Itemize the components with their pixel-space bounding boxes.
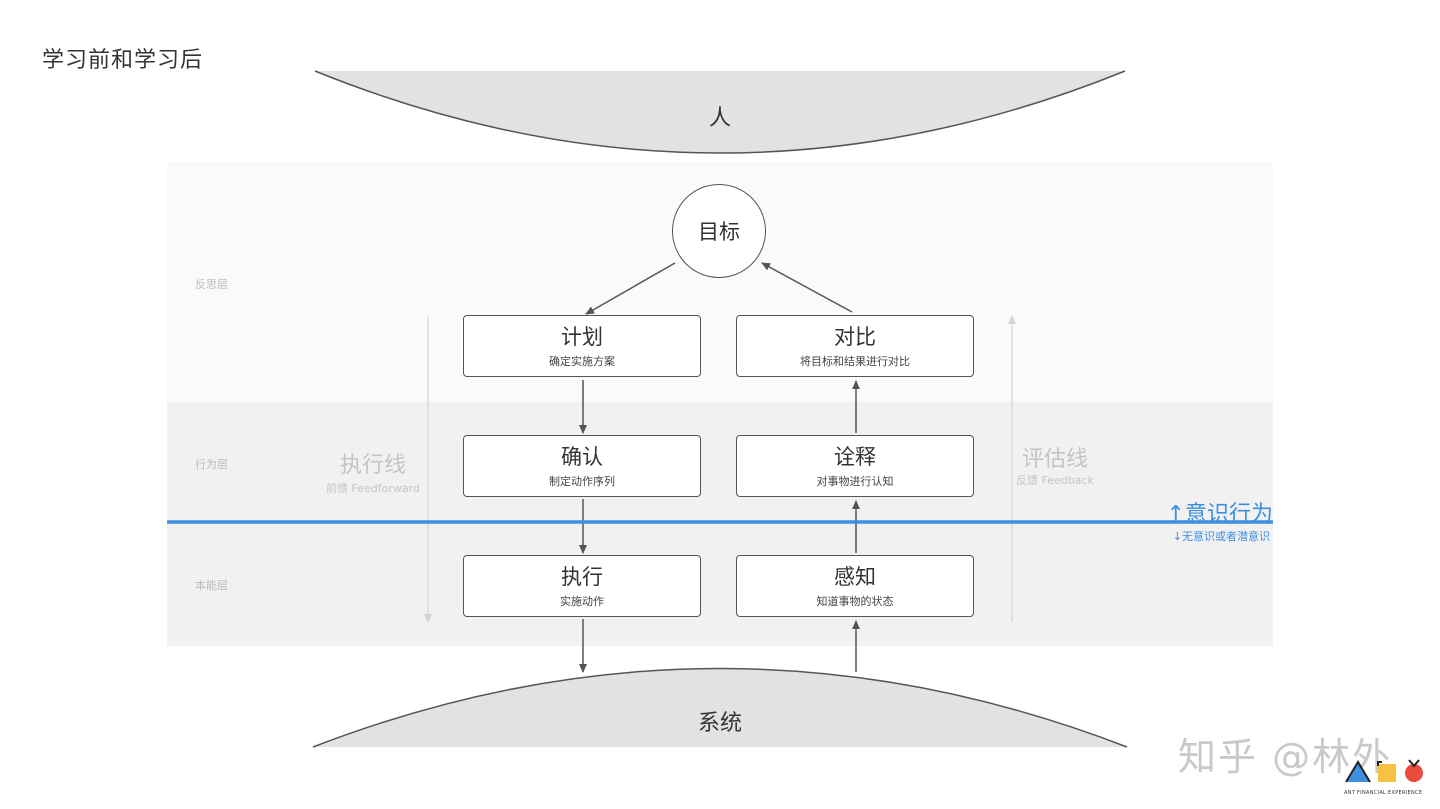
- evaluation-lane-subtitle: 反馈 Feedback: [1016, 474, 1094, 487]
- compare-box: 对比 将目标和结果进行对比: [736, 315, 974, 377]
- perceive-subtitle: 知道事物的状态: [816, 595, 894, 608]
- execute-subtitle: 实施动作: [560, 595, 604, 608]
- execute-title: 执行: [561, 565, 603, 589]
- human-label: 人: [708, 106, 731, 131]
- plan-subtitle: 确定实施方案: [549, 355, 615, 368]
- perceive-title: 感知: [834, 565, 876, 589]
- behavioral-layer-band: [167, 402, 1273, 522]
- visceral-layer-band: [167, 522, 1273, 646]
- evaluation-lane-title: 评估线: [1021, 447, 1088, 472]
- perceive-box: 感知 知道事物的状态: [736, 555, 974, 617]
- arrow-goal-to-plan: [585, 262, 676, 315]
- unconscious-label: ↓无意识或者潜意识: [1172, 530, 1270, 543]
- ant-financial-logo: [1345, 759, 1423, 783]
- layer-label-reflective: 反思层: [195, 278, 228, 291]
- interpret-box: 诠释 对事物进行认知: [736, 435, 974, 497]
- page-title: 学习前和学习后: [42, 48, 204, 73]
- logo-text: ANT FINANCIAL EXPERIENCE: [1344, 790, 1423, 796]
- execution-lane-title: 执行线: [339, 453, 406, 478]
- plan-title: 计划: [561, 325, 603, 349]
- goal-label: 目标: [698, 220, 740, 244]
- interpret-subtitle: 对事物进行认知: [816, 475, 894, 488]
- interpret-title: 诠释: [834, 445, 876, 469]
- plan-box: 计划 确定实施方案: [463, 315, 701, 377]
- goal-circle: 目标: [672, 184, 766, 278]
- arrow-compare-to-goal: [761, 262, 853, 313]
- execute-box: 执行 实施动作: [463, 555, 701, 617]
- layer-label-visceral: 本能层: [195, 579, 228, 592]
- conscious-behavior-label: ↑意识行为: [1166, 502, 1273, 527]
- confirm-title: 确认: [561, 445, 603, 469]
- confirm-box: 确认 制定动作序列: [463, 435, 701, 497]
- execution-lane-subtitle: 前馈 Feedforward: [326, 482, 420, 495]
- system-ellipse-outline: [312, 667, 1128, 748]
- layer-label-behavioral: 行为层: [195, 458, 228, 471]
- compare-subtitle: 将目标和结果进行对比: [800, 355, 910, 368]
- human-ellipse-outline: [314, 70, 1126, 154]
- confirm-subtitle: 制定动作序列: [549, 475, 615, 488]
- system-label: 系统: [697, 711, 742, 736]
- compare-title: 对比: [834, 325, 876, 349]
